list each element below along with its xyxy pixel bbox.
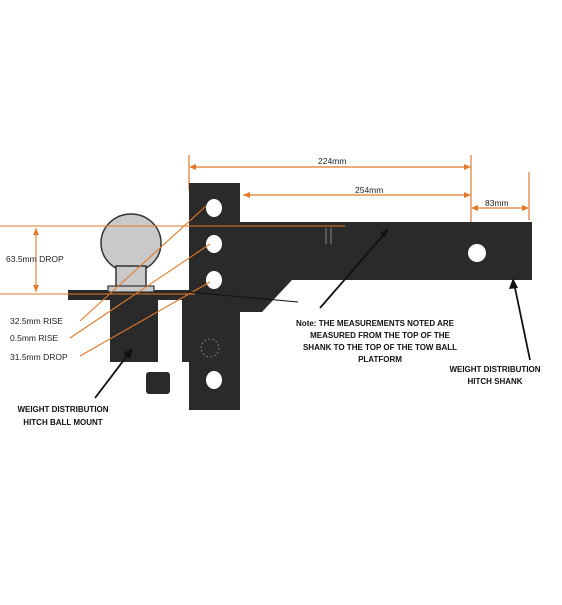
label-0-5mm-rise: 0.5mm RISE	[10, 333, 59, 343]
note-line-1: Note: THE MEASUREMENTS NOTED ARE	[296, 319, 455, 328]
mount-label: WEIGHT DISTRIBUTION HITCH BALL MOUNT	[17, 405, 108, 427]
note-line-4: PLATFORM	[358, 355, 402, 364]
label-32-5mm-rise: 32.5mm RISE	[10, 316, 63, 326]
dimension-254: 254mm	[355, 185, 383, 195]
shank-label: WEIGHT DISTRIBUTION HITCH SHANK	[449, 365, 540, 386]
note-line-2: MEASURED FROM THE TOP OF THE	[310, 331, 450, 340]
label-31-5mm-drop: 31.5mm DROP	[10, 352, 68, 362]
note-line-3: SHANK TO THE TOP OF THE TOW BALL	[303, 343, 457, 352]
dimension-83: 83mm	[485, 198, 509, 208]
dimension-lines	[188, 155, 530, 232]
mount-label-line-1: WEIGHT DISTRIBUTION	[17, 405, 108, 414]
ball-platform	[68, 290, 238, 394]
spring-bar-bolt	[146, 372, 170, 394]
label-63-5mm-drop: 63.5mm DROP	[6, 254, 64, 264]
drop-arrowheads	[33, 228, 39, 292]
mount-label-line-2: HITCH BALL MOUNT	[23, 418, 103, 427]
left-reference-lines	[0, 205, 345, 357]
tow-ball	[100, 213, 162, 293]
dimension-224: 224mm	[318, 156, 346, 166]
shank-pin-hole	[468, 244, 486, 262]
measurement-note: Note: THE MEASUREMENTS NOTED ARE MEASURE…	[296, 319, 457, 364]
pointer-lines	[94, 228, 531, 399]
dimension-arrowheads	[189, 164, 529, 211]
shank-label-line-1: WEIGHT DISTRIBUTION	[449, 365, 540, 374]
shank-label-line-2: HITCH SHANK	[467, 377, 522, 386]
